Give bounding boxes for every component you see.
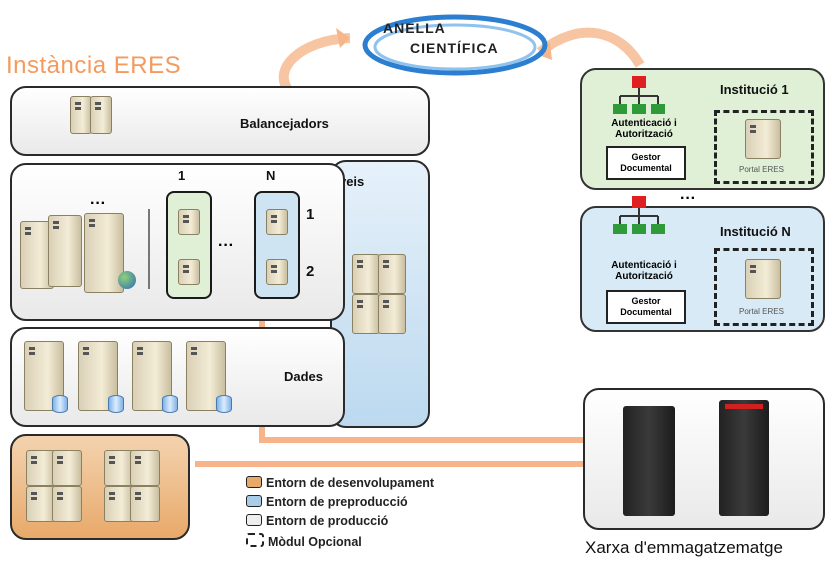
institution-1-name: Institució 1 — [720, 82, 789, 97]
gestor-doc-1: Gestor Documental — [606, 146, 686, 180]
ring-line1: ANELLA — [383, 20, 446, 36]
institution-n-name: Institució N — [720, 224, 791, 239]
page-title: Instància ERES — [6, 52, 182, 79]
network-icon — [613, 76, 665, 114]
gestor-doc-n: Gestor Documental — [606, 290, 686, 324]
app-servers-box: ··· ··· — [10, 163, 345, 321]
network-icon — [613, 196, 665, 234]
balancers-label: Balancejadors — [240, 116, 329, 131]
ring-line2: CIENTÍFICA — [410, 40, 499, 56]
auth-label-1: Autenticació i Autorització — [611, 118, 677, 140]
ellipsis-mid: ··· — [218, 237, 234, 254]
storage-label: Xarxa d'emmagatzematge — [585, 538, 783, 557]
column-label-n: N — [266, 168, 276, 183]
dades-box: Dades — [10, 327, 345, 427]
anella-cientifica-logo — [362, 14, 548, 76]
legend-optional: Mòdul Opcional — [246, 533, 362, 549]
globe-icon — [118, 271, 136, 289]
row-label-2: 2 — [306, 263, 315, 280]
institutions-ellipsis: ··· — [680, 190, 696, 207]
institution-n-box: Autenticació i Autorització Gestor Docum… — [580, 196, 825, 332]
column-1 — [166, 191, 212, 299]
optional-portal-n: Portal ERES — [714, 248, 814, 326]
legend-dev: Entorn de desenvolupament — [246, 476, 434, 490]
institution-1-box: Autenticació i Autorització Gestor Docum… — [580, 68, 825, 190]
balancers-box: Balancejadors — [10, 86, 430, 156]
storage-rack — [623, 406, 675, 516]
dev-environment-box — [10, 434, 190, 540]
column-n — [254, 191, 300, 299]
row-label-1: 1 — [306, 206, 315, 223]
legend-prod: Entorn de producció — [246, 514, 388, 528]
ellipsis-top: ··· — [90, 195, 106, 212]
optional-portal-1: Portal ERES — [714, 110, 814, 184]
storage-rack — [719, 400, 769, 516]
serveis-box — [330, 160, 430, 428]
column-label-1: 1 — [178, 168, 186, 183]
dades-label: Dades — [284, 369, 324, 384]
auth-label-n: Autenticació i Autorització — [611, 260, 677, 282]
storage-network-box — [583, 388, 825, 530]
legend-preprod: Entorn de preproducció — [246, 495, 408, 509]
